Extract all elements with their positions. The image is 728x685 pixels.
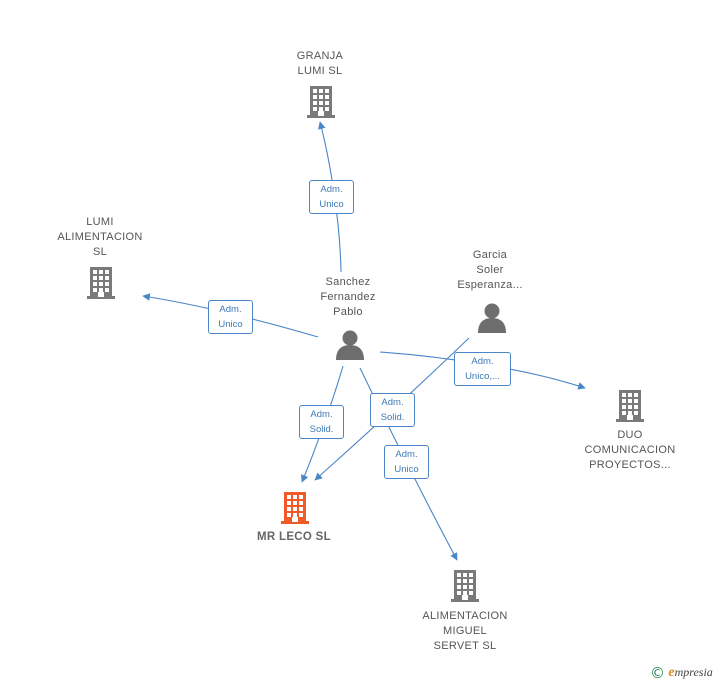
node-label-duo[interactable]: DUO COMUNICACION PROYECTOS... bbox=[584, 429, 676, 471]
building-icon-lumi[interactable] bbox=[87, 267, 115, 299]
node-label-mr-leco[interactable]: MR LECO SL bbox=[257, 531, 331, 543]
building-icon-miguel[interactable] bbox=[451, 570, 479, 602]
building-icon-duo[interactable] bbox=[616, 390, 644, 422]
edge-label-sanchez-lumi: Adm. Unico bbox=[208, 300, 253, 334]
person-icon-garcia[interactable] bbox=[478, 303, 506, 334]
brand-name: empresia bbox=[668, 665, 713, 680]
edge-label-sanchez-granja: Adm. Unico bbox=[309, 180, 354, 214]
edge-label-garcia-mrleco: Adm. Solid. bbox=[370, 393, 415, 427]
building-icon-mr-leco[interactable] bbox=[281, 492, 309, 524]
node-label-garcia[interactable]: Garcia Soler Esperanza... bbox=[457, 249, 523, 291]
node-label-sanchez[interactable]: Sanchez Fernandez Pablo bbox=[320, 276, 376, 318]
building-icon-granja[interactable] bbox=[307, 86, 335, 118]
copyright-icon: © bbox=[650, 664, 665, 682]
empresia-brand[interactable]: © empresia bbox=[650, 664, 713, 682]
edge-label-sanchez-duo: Adm. Unico,... bbox=[454, 352, 511, 386]
person-icon-sanchez[interactable] bbox=[336, 330, 364, 361]
node-label-granja[interactable]: GRANJA LUMI SL bbox=[296, 50, 344, 77]
edge-label-sanchez-miguel: Adm. Unico bbox=[384, 445, 429, 479]
edge-label-sanchez-mrleco: Adm. Solid. bbox=[299, 405, 344, 439]
node-label-lumi-alimentacion[interactable]: LUMI ALIMENTACION SL bbox=[57, 216, 143, 258]
node-label-alimentacion-miguel[interactable]: ALIMENTACION MIGUEL SERVET SL bbox=[422, 610, 508, 652]
